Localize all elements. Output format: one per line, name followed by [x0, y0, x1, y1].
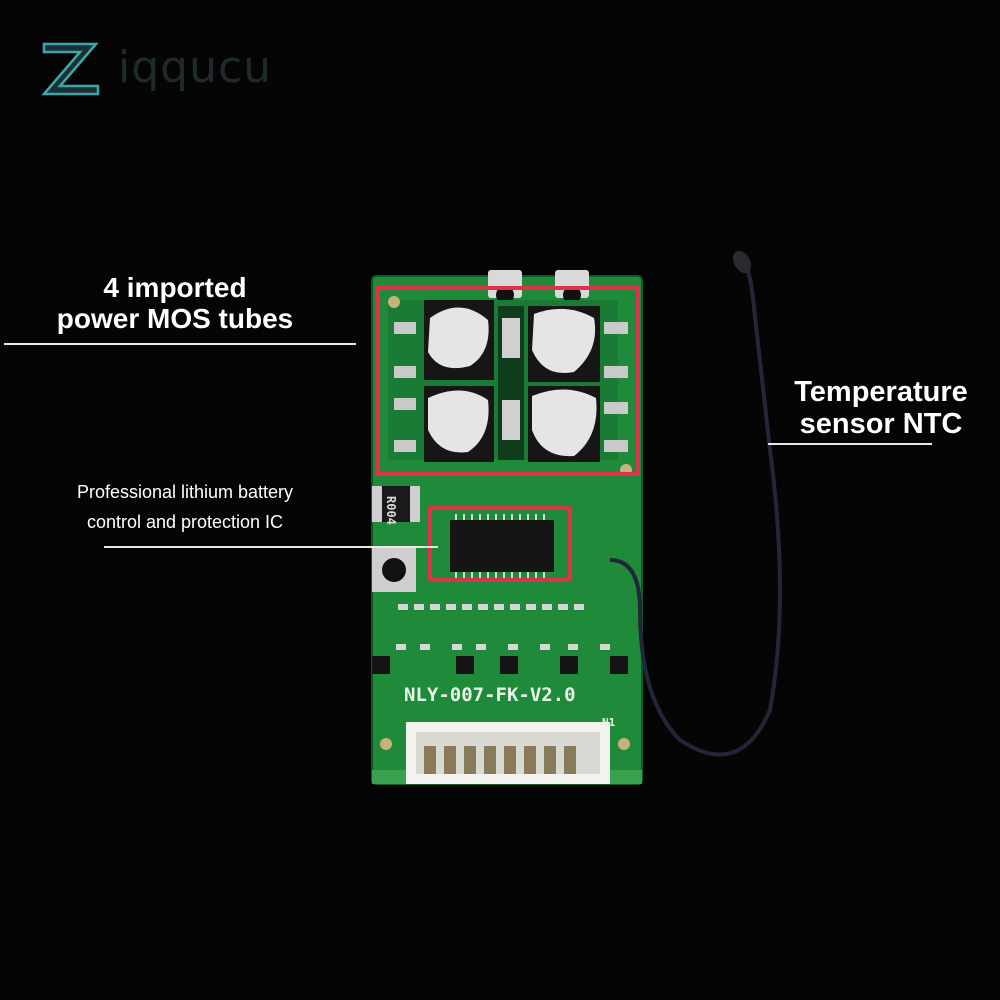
- protection-ic-chip: [450, 514, 554, 578]
- ic-annotation: Professional lithium battery control and…: [30, 478, 340, 537]
- ntc-annotation: Temperature sensor NTC: [776, 376, 986, 441]
- mos-tube-1: [424, 300, 494, 380]
- ntc-leader-line: [768, 443, 932, 445]
- ic-annotation-line2: control and protection IC: [86, 511, 284, 532]
- brand-logo-mark: [41, 42, 100, 96]
- mos-annotation-line1: 4 imported: [103, 272, 247, 303]
- ntc-sensor-bead: [732, 250, 752, 274]
- board-model-text: NLY-007-FK-V2.0: [404, 684, 576, 706]
- mos-annotation-line2: power MOS tubes: [56, 303, 294, 335]
- shunt-resistor-marking: R004: [384, 496, 398, 525]
- mos-annotation: 4 imported power MOS tubes: [10, 272, 340, 335]
- connector-label: N1: [602, 716, 616, 729]
- balance-connector: [406, 722, 610, 784]
- mos-highlight-box: [376, 286, 640, 476]
- mos-tube-3: [424, 386, 494, 462]
- ntc-sensor-wire: [609, 256, 782, 757]
- ntc-annotation-line1: Temperature: [794, 376, 968, 408]
- mos-tube-4: [528, 386, 600, 462]
- mos-leader-line: [4, 343, 356, 345]
- brand-logo-text: iqqucu: [118, 42, 273, 93]
- ic-annotation-line1: Professional lithium battery: [76, 482, 294, 502]
- ic-highlight-box: [428, 506, 572, 582]
- ntc-annotation-line2: sensor NTC: [799, 408, 963, 441]
- mos-tube-array: [388, 300, 628, 462]
- ic-leader-line: [104, 546, 438, 548]
- mos-tube-2: [528, 306, 600, 382]
- brand-logo: iqqucu: [40, 38, 273, 98]
- smd-components: [396, 604, 610, 650]
